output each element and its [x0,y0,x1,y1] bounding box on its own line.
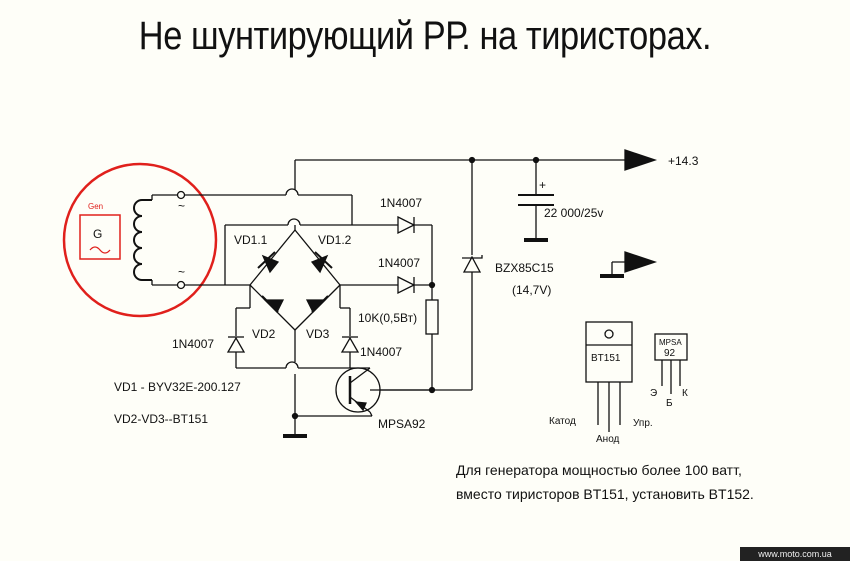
bt151-name: BT151 [591,353,621,364]
diode-1n4007-top-icon [397,215,416,235]
mpsa92-pin-b: Б [666,398,673,409]
mpsa92-package: MPSA 92 Э Б К [650,333,688,409]
label-diode-right: 1N4007 [360,345,402,359]
bt151-pin-anode: Анод [596,434,620,445]
note-line-1: Для генератора мощностью более 100 ватт, [456,462,742,478]
note-line-2: вместо тиристоров BT151, установить BT15… [456,486,754,502]
diode-vd11-icon [261,254,280,274]
label-resistor: 10K(0,5Вт) [358,311,417,325]
label-vd23-type: VD2-VD3--BT151 [114,412,208,426]
bt151-package: BT151 Катод Анод Упр. [549,321,653,445]
label-diode-top: 1N4007 [380,196,422,210]
label-vd12: VD1.2 [318,233,352,247]
zener-diode-icon [462,255,482,273]
transistor-mpsa92 [335,367,432,417]
ground-right-icon [600,251,658,278]
diode-vd12-icon [310,254,329,274]
mpsa92-name2: 92 [664,348,676,359]
label-diode-mid: 1N4007 [378,256,420,270]
resistor-10k [425,299,439,335]
diode-1n4007-mid-icon [397,275,416,295]
mpsa92-name1: MPSA [659,338,682,347]
bt151-pin-gate: Упр. [633,418,653,429]
mpsa92-pin-e: Э [650,388,657,399]
page-title: Не шунтирующий РР. на тиристорах. [138,14,712,58]
generator-box [79,214,121,260]
label-vd11: VD1.1 [234,233,268,247]
label-capacitor: 22 000/25v [544,206,603,220]
generator [62,162,218,318]
label-vd1-type: VD1 - BYV32E-200.127 [114,380,241,394]
generator-circle [62,162,218,318]
stator-coil [133,199,152,281]
mpsa92-pin-k: К [682,388,688,399]
label-zener-voltage: (14,7V) [512,283,551,297]
label-transistor: MPSA92 [378,417,426,431]
terminal-bottom [176,280,186,290]
cap-plus-sign: + [539,178,546,192]
generator-symbol: G [93,227,102,241]
label-vd2: VD2 [252,327,276,341]
ac-tilde-bottom: ~ [178,265,185,279]
label-output-voltage: +14.3 [668,154,699,168]
diode-1n4007-right-icon [340,336,360,353]
label-diode-left: 1N4007 [172,337,214,351]
bt151-pin-cathode: Катод [549,416,576,427]
output-arrow-icon [624,149,658,171]
generator-label: Gen [88,202,103,211]
watermark: www.moto.com.ua [740,547,850,561]
ac-tilde-top: ~ [178,199,185,213]
terminal-top [176,190,186,200]
label-zener: BZX85C15 [495,261,554,275]
bridge-diodes [257,251,333,314]
label-vd3: VD3 [306,327,330,341]
generator-sine-icon [89,246,111,254]
diode-1n4007-left-icon [226,336,246,353]
